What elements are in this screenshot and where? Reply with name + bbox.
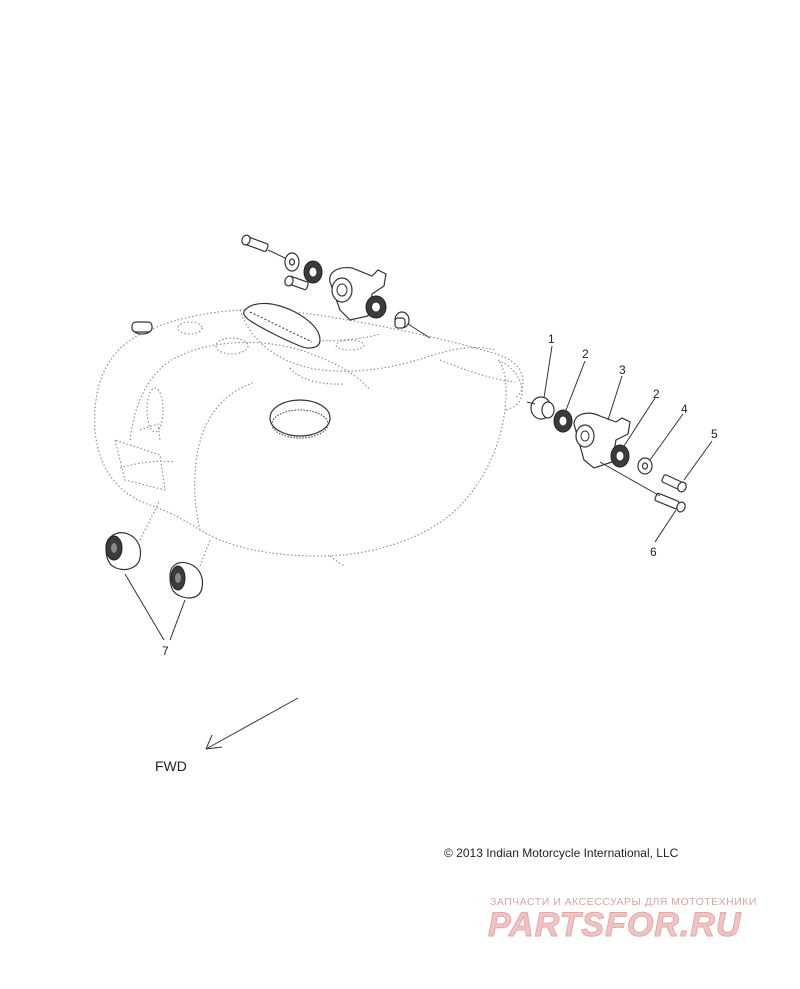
- callout-6: 6: [650, 545, 657, 559]
- upper-bolt-short: [284, 275, 309, 291]
- upper-bushing-1: [303, 260, 323, 284]
- part-1-grommet: [530, 396, 555, 420]
- part-6-bolt: [654, 492, 686, 513]
- callout-labels: 1 2 3 2 4 5 6 7: [162, 332, 718, 658]
- callout-5: 5: [711, 427, 718, 441]
- fwd-label: FWD: [155, 758, 187, 774]
- watermark-tagline: ЗАПЧАСТИ И АКСЕССУАРЫ ДЛЯ МОТОТЕХНИКИ: [490, 896, 757, 908]
- rubber-mount-left: [105, 532, 142, 571]
- part-7-rubber-mounts: [105, 499, 211, 599]
- callout-2-a: 2: [582, 347, 589, 361]
- rubber-mount-right: [169, 561, 204, 599]
- forward-arrow: FWD: [155, 697, 299, 774]
- upper-bushing-2: [365, 295, 387, 319]
- filler-neck: [243, 302, 321, 349]
- callout-1: 1: [548, 332, 555, 346]
- part-5-bolt: [661, 474, 687, 493]
- part-2-bushing-a: [553, 409, 573, 433]
- callout-2-b: 2: [653, 387, 660, 401]
- fuel-cap: [269, 399, 331, 439]
- fuel-tank: [94, 309, 524, 567]
- callout-3: 3: [619, 363, 626, 377]
- part-2-bushing-b: [610, 444, 630, 468]
- copyright-notice: © 2013 Indian Motorcycle International, …: [444, 846, 679, 860]
- part-4-washer: [637, 457, 653, 475]
- leader-lines: [124, 345, 713, 641]
- callout-7: 7: [162, 644, 169, 658]
- exploded-parts: [526, 396, 687, 513]
- callout-4: 4: [681, 402, 688, 416]
- watermark-logo: PARTSFOR.RU: [487, 906, 742, 945]
- upper-grommet: [394, 311, 410, 329]
- tank-knob: [131, 321, 153, 335]
- upper-bracket-assembly: [241, 234, 431, 339]
- upper-bracket: [329, 267, 387, 321]
- upper-bolt-long: [241, 234, 269, 252]
